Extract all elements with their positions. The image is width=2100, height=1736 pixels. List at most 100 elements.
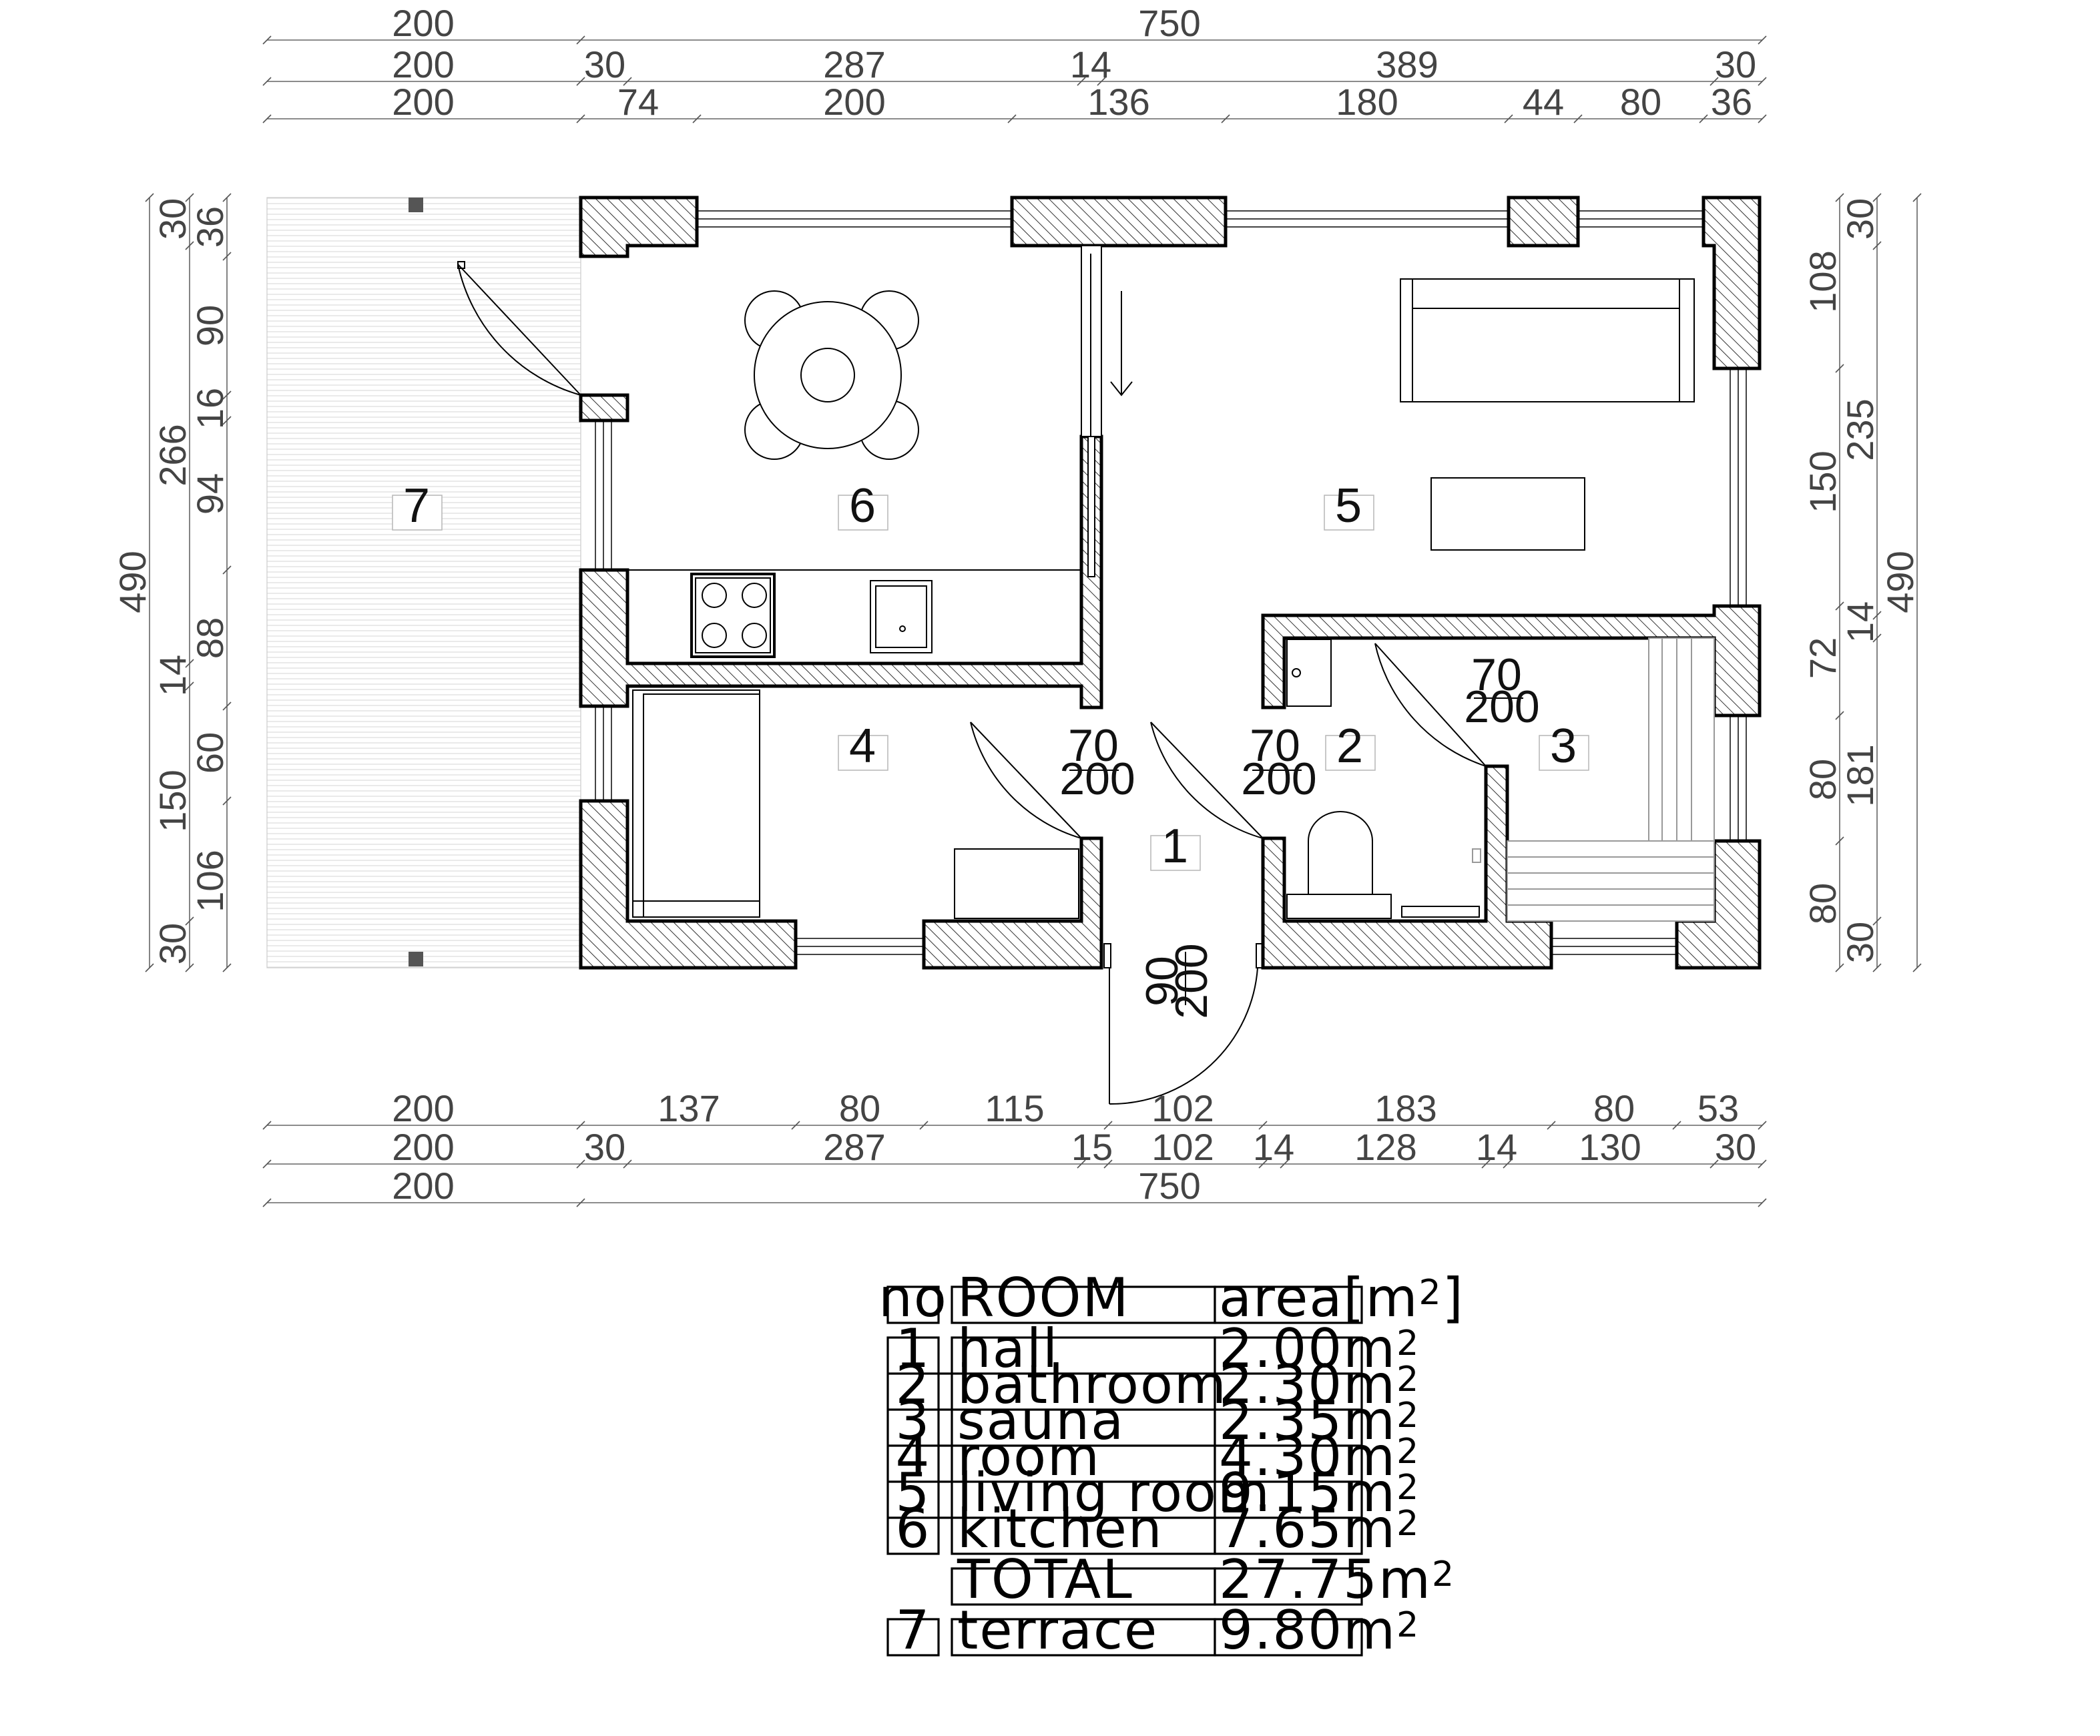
svg-text:7: 7 bbox=[403, 479, 430, 533]
dim-tick bbox=[1258, 1159, 1268, 1169]
svg-text:5: 5 bbox=[1335, 479, 1362, 533]
doors bbox=[457, 261, 1487, 1105]
wall bbox=[1261, 764, 1553, 970]
dim-label: 74 bbox=[617, 81, 659, 123]
dim-tick bbox=[1672, 1121, 1681, 1130]
dim-tick bbox=[1758, 35, 1767, 45]
dim-label: 80 bbox=[1802, 759, 1844, 800]
terrace-no: 7 bbox=[896, 1599, 931, 1661]
dim-tick bbox=[576, 35, 585, 45]
dim-tick bbox=[1077, 1159, 1086, 1169]
wall bbox=[579, 799, 798, 970]
dim-label: 15 bbox=[1071, 1126, 1113, 1168]
sauna-door bbox=[1374, 643, 1487, 767]
row-no: 1 bbox=[896, 1318, 931, 1380]
dim-tick bbox=[222, 701, 232, 711]
dim-tick bbox=[222, 565, 232, 575]
dim-label: 14 bbox=[1839, 601, 1881, 643]
dim-label: 80 bbox=[839, 1087, 880, 1129]
dim-tick bbox=[692, 114, 702, 123]
dim-label: 235 bbox=[1839, 398, 1881, 461]
door-size-room: 70 200 bbox=[1059, 720, 1135, 804]
dim-tick bbox=[1103, 1121, 1113, 1130]
svg-text:3: 3 bbox=[1550, 719, 1577, 773]
dim-label: 200 bbox=[392, 43, 454, 85]
row-room: kitchen bbox=[957, 1498, 1163, 1560]
dim-tick bbox=[1872, 611, 1882, 620]
dim-tick bbox=[185, 241, 194, 250]
dim-tick bbox=[1758, 114, 1767, 123]
row-area: 2.35m2 bbox=[1219, 1390, 1420, 1452]
dim-label: 80 bbox=[1620, 81, 1661, 123]
dim-tick bbox=[1912, 193, 1922, 202]
dim-label: 30 bbox=[152, 923, 194, 964]
dim-tick bbox=[1835, 711, 1844, 720]
dim-tick bbox=[1280, 1159, 1289, 1169]
dim-label: 137 bbox=[658, 1087, 720, 1129]
table-terrace-no bbox=[886, 1618, 940, 1657]
dim-label: 181 bbox=[1839, 744, 1881, 806]
dim-label: 490 bbox=[1879, 551, 1921, 613]
dim-label: 30 bbox=[152, 198, 194, 240]
dim-tick bbox=[185, 659, 194, 668]
dimension-labels-left: 490 30 266 14 150 30 36 90 16 94 88 60 1… bbox=[111, 198, 231, 964]
terrace-door bbox=[457, 261, 581, 396]
sink bbox=[870, 580, 933, 653]
dim-label: 130 bbox=[1579, 1126, 1641, 1168]
dining-table bbox=[744, 290, 919, 460]
dim-label: 60 bbox=[189, 732, 231, 774]
bathroom-door bbox=[1150, 721, 1264, 839]
dim-label: 14 bbox=[1070, 43, 1111, 85]
door-size-sauna: 70 200 bbox=[1464, 649, 1539, 732]
row-room: hall bbox=[957, 1318, 1059, 1380]
row-area: 4.30m2 bbox=[1219, 1426, 1420, 1488]
dim-tick bbox=[1503, 1159, 1512, 1169]
door-size-entrance: 90 200 bbox=[1137, 943, 1217, 1019]
svg-text:200: 200 bbox=[1166, 943, 1217, 1019]
dim-tick bbox=[623, 77, 632, 86]
svg-text:200: 200 bbox=[1059, 754, 1135, 804]
room-labels: 1 2 3 4 5 6 7 bbox=[392, 479, 1589, 873]
dim-tick bbox=[262, 77, 272, 86]
dim-label: 44 bbox=[1523, 81, 1564, 123]
dim-label: 102 bbox=[1151, 1126, 1214, 1168]
terrace-area: 9.80m2 bbox=[1219, 1599, 1420, 1661]
dim-label: 287 bbox=[823, 43, 885, 85]
header-room: ROOM bbox=[957, 1267, 1130, 1329]
dimensions-bottom bbox=[267, 1125, 1762, 1203]
dim-tick bbox=[1481, 1159, 1491, 1169]
terrace-deck bbox=[266, 197, 581, 968]
dim-label: 200 bbox=[392, 2, 454, 44]
dim-tick bbox=[1872, 916, 1882, 926]
table-header-no bbox=[886, 1285, 940, 1324]
furniture bbox=[627, 278, 1715, 922]
dim-tick bbox=[222, 390, 232, 400]
dim-label: 30 bbox=[1839, 922, 1881, 963]
dim-label: 94 bbox=[189, 473, 231, 515]
dim-tick bbox=[1835, 193, 1844, 202]
dim-tick bbox=[1872, 241, 1882, 250]
dim-tick bbox=[262, 1198, 272, 1207]
dim-label: 102 bbox=[1151, 1087, 1214, 1129]
dim-label: 115 bbox=[985, 1087, 1044, 1129]
dim-tick bbox=[1835, 364, 1844, 373]
room-label-3: 3 bbox=[1539, 719, 1589, 773]
dim-tick bbox=[1758, 1198, 1767, 1207]
dim-tick bbox=[262, 35, 272, 45]
dim-label: 200 bbox=[392, 1126, 454, 1168]
dim-label: 180 bbox=[1336, 81, 1398, 123]
terrace-post bbox=[409, 952, 423, 966]
dim-label: 266 bbox=[152, 424, 194, 486]
door-size-bathroom: 70 200 bbox=[1241, 720, 1316, 804]
wall bbox=[579, 393, 629, 422]
door-size-labels: 70 200 70 200 70 200 90 200 bbox=[1059, 649, 1539, 1019]
header-area: area[m2] bbox=[1219, 1267, 1465, 1329]
dim-label: 150 bbox=[1802, 451, 1844, 513]
dim-tick bbox=[185, 916, 194, 926]
row-room: living room bbox=[957, 1462, 1271, 1524]
dim-tick bbox=[1103, 1159, 1113, 1169]
dim-tick bbox=[1758, 77, 1767, 86]
dim-label: 183 bbox=[1374, 1087, 1436, 1129]
sliding-door bbox=[1081, 245, 1133, 577]
room-label-1: 1 bbox=[1150, 820, 1201, 873]
